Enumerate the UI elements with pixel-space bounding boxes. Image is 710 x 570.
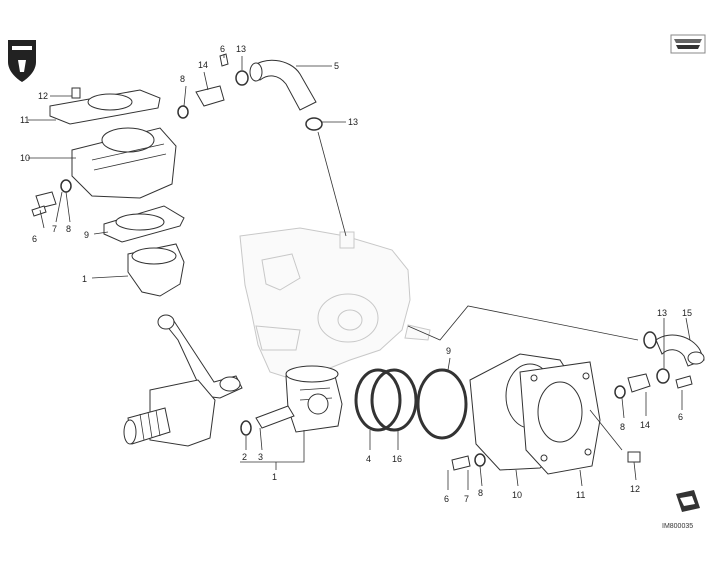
- callout-13-top: 13: [236, 44, 246, 54]
- callout-6-lower: 6: [444, 494, 449, 504]
- lower-cylinder-assembly: [451, 353, 693, 475]
- callout-8-left: 8: [66, 224, 71, 234]
- callout-9-lower: 9: [446, 346, 451, 356]
- callout-16: 16: [392, 454, 402, 464]
- piston-rings: [354, 368, 468, 440]
- callout-8-top: 8: [180, 74, 185, 84]
- callout-10-lower: 10: [512, 490, 522, 500]
- callout-3: 3: [258, 452, 263, 462]
- piston-lower: [240, 365, 343, 436]
- callout-2: 2: [242, 452, 247, 462]
- callout-1-upper: 1: [82, 274, 87, 284]
- callout-10-upper: 10: [20, 153, 30, 163]
- callout-6-left: 6: [32, 234, 37, 244]
- callout-6-right: 6: [678, 412, 683, 422]
- callout-4: 4: [366, 454, 371, 464]
- callout-13-right: 13: [657, 308, 667, 318]
- software-brand-logo: [670, 34, 706, 54]
- callout-8-right: 8: [620, 422, 625, 432]
- callout-8-lower: 8: [478, 488, 483, 498]
- leader-lines: [28, 54, 691, 490]
- callout-7-lower: 7: [464, 494, 469, 504]
- callout-12-upper: 12: [38, 91, 48, 101]
- callout-6-top: 6: [220, 44, 225, 54]
- callout-11-lower: 11: [576, 490, 585, 500]
- crankcase-ghost: [239, 227, 431, 381]
- callout-9-upper: 9: [84, 230, 89, 240]
- callout-7-left: 7: [52, 224, 57, 234]
- coolant-hose-lower: [643, 331, 705, 367]
- callout-1-lower: 1: [272, 472, 277, 482]
- callout-14-top: 14: [198, 60, 208, 70]
- crankshaft-connecting-rod: [123, 314, 243, 447]
- callout-13-mid: 13: [348, 117, 358, 127]
- drawing-code: IM800035: [662, 523, 694, 530]
- callout-11-upper: 11: [20, 115, 29, 125]
- brand-shield-logo: [4, 36, 40, 84]
- callout-5: 5: [334, 61, 339, 71]
- manual-reference-icon: [676, 490, 700, 512]
- coolant-hose-upper: [249, 59, 323, 131]
- callout-labels: 12 11 10 6 7 8 9 1 8 14 6 13 5 13 9 2 3 …: [20, 44, 692, 504]
- callout-14-right: 14: [640, 420, 650, 430]
- callout-12-lower: 12: [630, 484, 640, 494]
- callout-15: 15: [682, 308, 692, 318]
- upper-cylinder-assembly: [31, 53, 249, 297]
